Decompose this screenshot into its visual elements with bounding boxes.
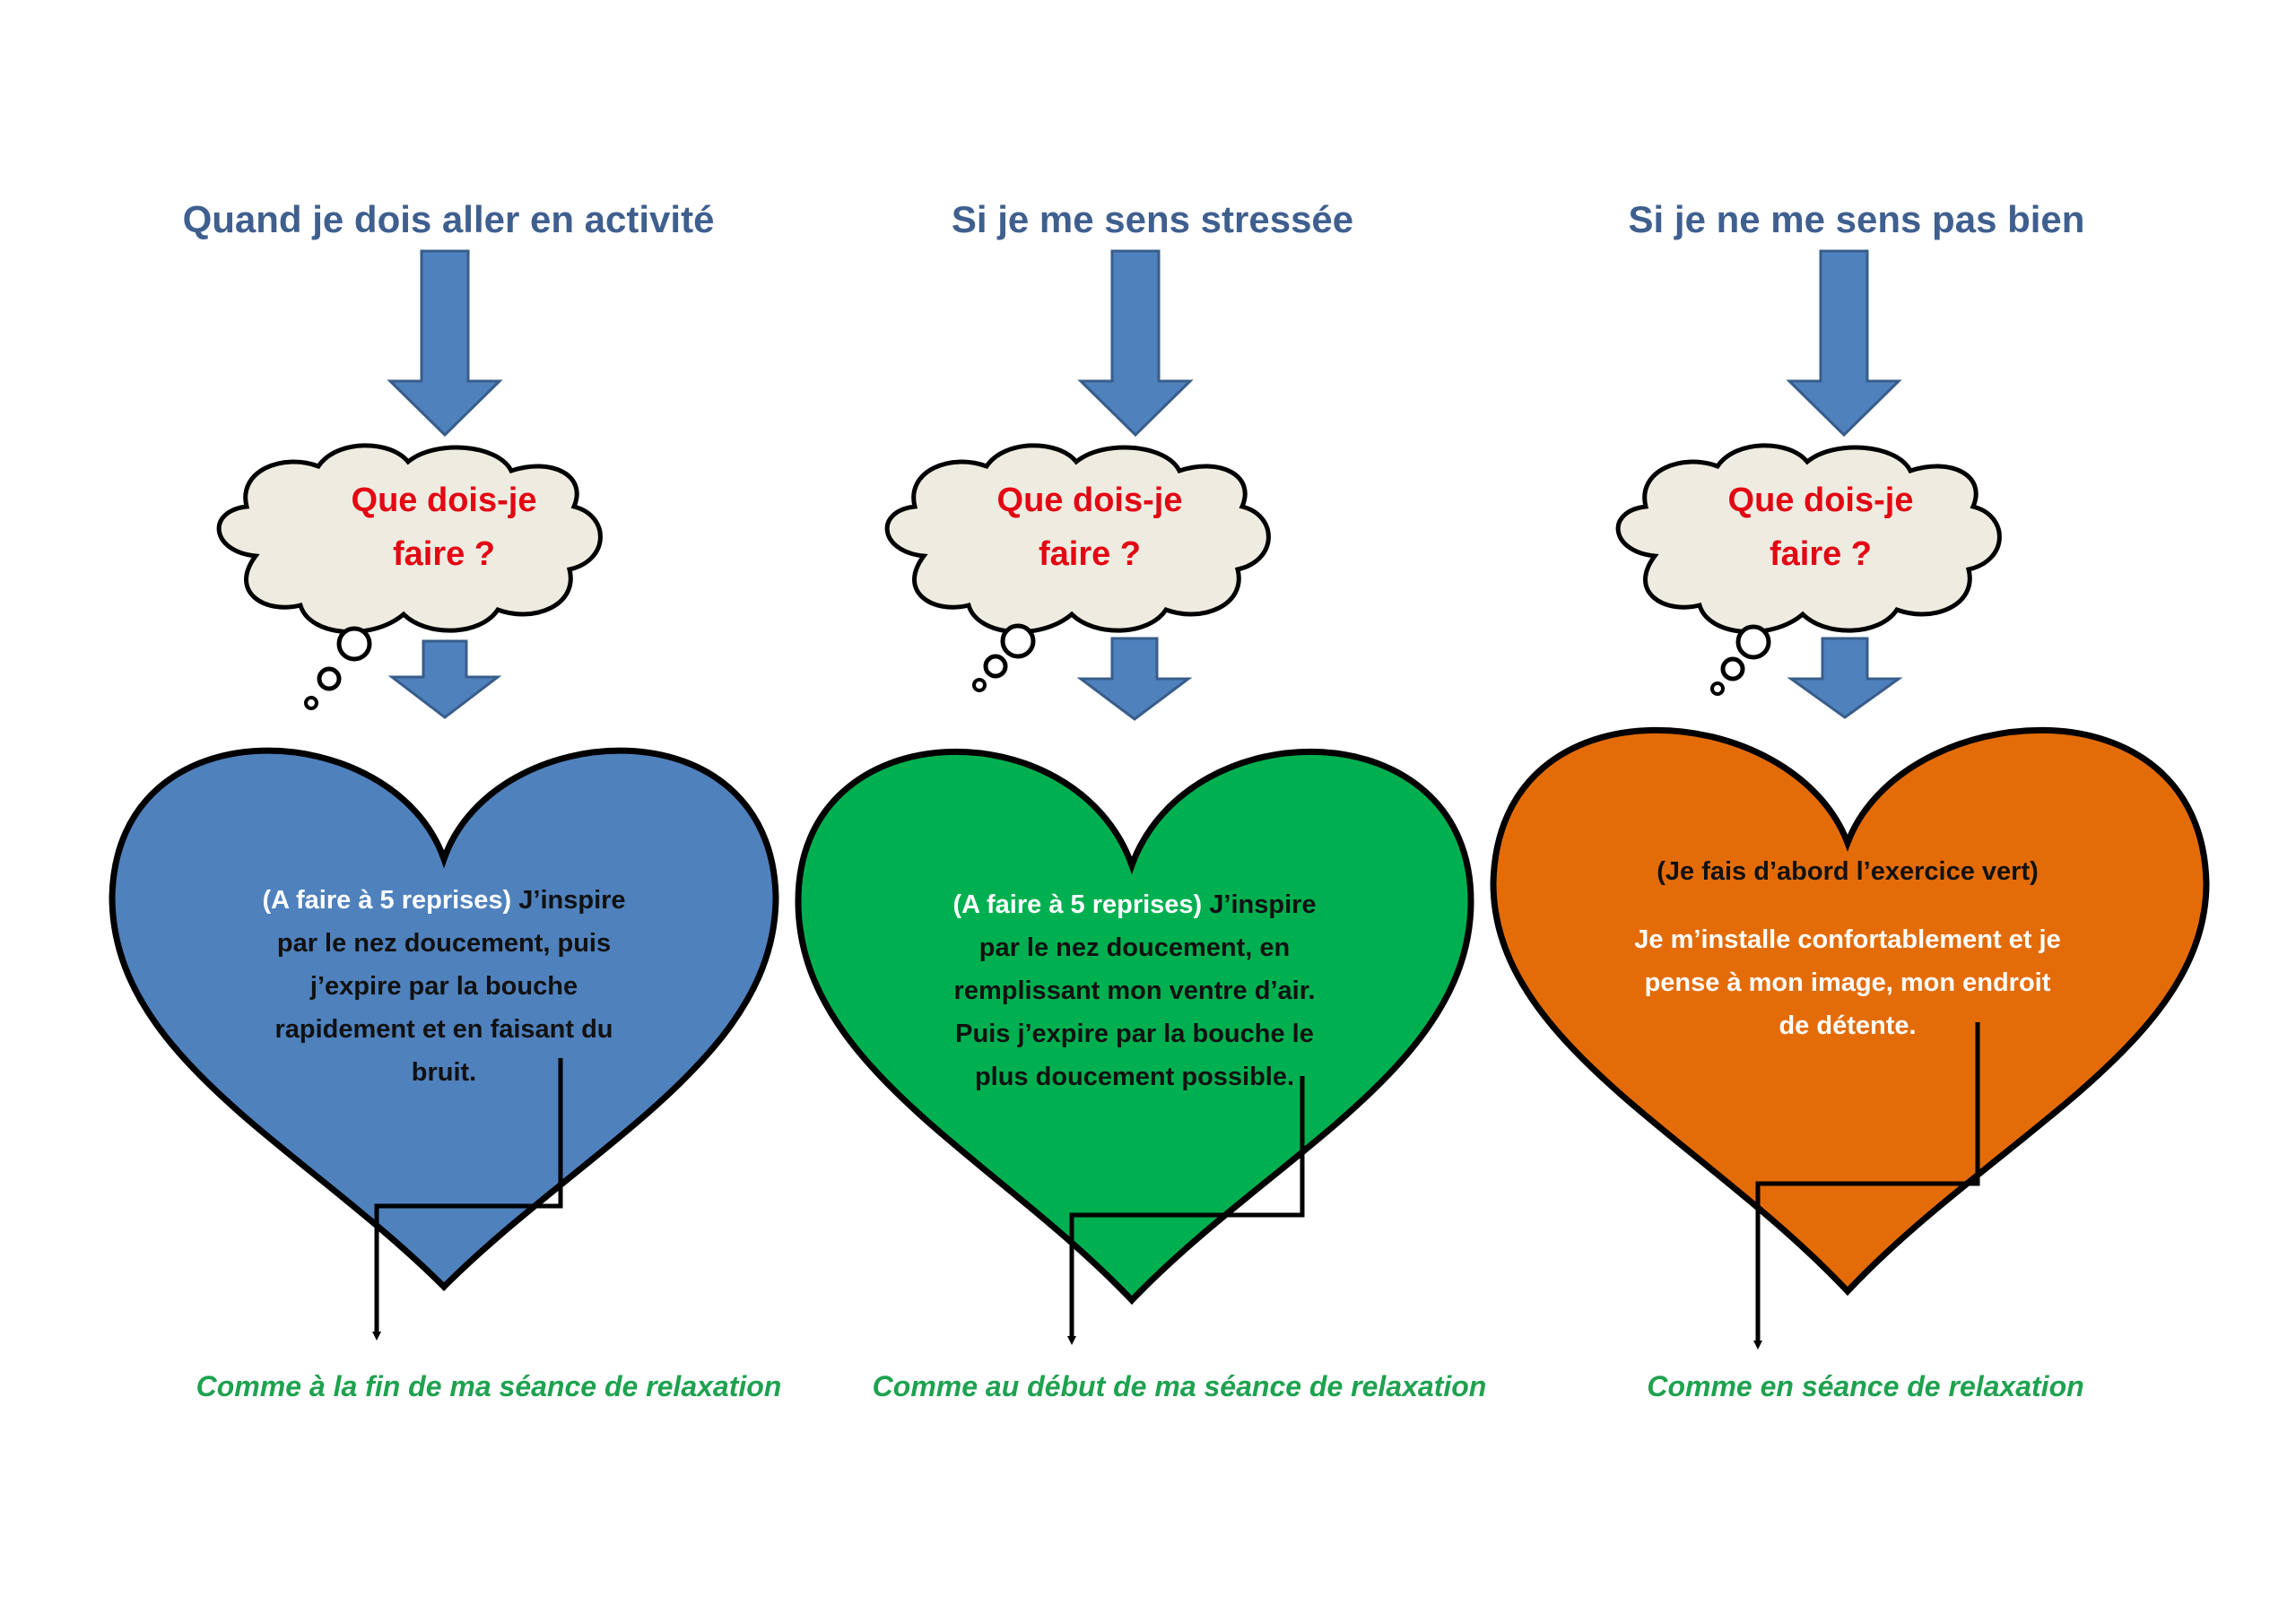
column-1-title: Quand je dois aller en activité — [182, 198, 715, 240]
thought-bubble-1c — [304, 696, 318, 710]
heart-3 — [1490, 726, 2210, 1297]
heart-1-intro: (A faire à 5 reprises) — [262, 886, 519, 915]
thought-bubble-1a — [336, 626, 372, 662]
cloud-1-line-2: faire ? — [392, 535, 496, 573]
column-3 — [1490, 249, 2210, 1350]
heart-3-body: Je m’installe confortablement et je pens… — [1634, 925, 2061, 1040]
thought-bubble-2b — [983, 654, 1008, 679]
thought-bubble-3c — [1710, 681, 1725, 696]
column-2-title: Si je me sens stressée — [951, 198, 1354, 240]
down-arrow-top-3 — [1786, 249, 1902, 438]
cloud-3-line-2: faire ? — [1769, 535, 1873, 573]
column-2 — [795, 249, 1474, 1345]
heart-2-body: J’inspire par le nez doucement, en rempl… — [953, 890, 1317, 1091]
connector-1 — [372, 1058, 563, 1341]
cloud-3-line-1: Que dois-je — [1727, 482, 1914, 519]
cloud-2-text: Que dois-je faire ? — [928, 473, 1251, 581]
column-3-title: Si je ne me sens pas bien — [1628, 198, 2085, 240]
cloud-2-line-1: Que dois-je — [996, 482, 1183, 519]
cloud-3-text: Que dois-je faire ? — [1659, 473, 1982, 581]
connector-2 — [1067, 1076, 1305, 1345]
heart-2-intro: (A faire à 5 reprises) — [952, 890, 1210, 919]
thought-bubble-1b — [317, 666, 342, 691]
heart-1-body: J’inspire par le nez doucement, puis j’e… — [274, 886, 626, 1087]
caption-3: Comme en séance de relaxation — [1647, 1370, 2084, 1402]
heart-2 — [795, 748, 1474, 1306]
connector-3 — [1753, 1022, 1980, 1350]
heart-1-text: (A faire à 5 reprises) J’inspire par le … — [256, 879, 632, 1094]
cloud-1-text: Que dois-je faire ? — [283, 473, 605, 581]
column-1 — [109, 249, 779, 1341]
caption-2: Comme au début de ma séance de relaxatio… — [872, 1370, 1487, 1402]
thought-bubble-3b — [1720, 656, 1745, 681]
caption-1: Comme à la fin de ma séance de relaxatio… — [196, 1370, 782, 1402]
heart-3-intro: (Je fais d’abord l’exercice vert) — [1657, 857, 2039, 886]
heart-1 — [109, 747, 779, 1291]
down-arrow-top-2 — [1077, 249, 1194, 438]
thought-bubble-2a — [1000, 623, 1036, 659]
down-arrow-mid-3 — [1787, 637, 1903, 719]
down-arrow-mid-1 — [387, 639, 502, 719]
down-arrow-top-1 — [387, 249, 503, 438]
thought-bubble-3a — [1735, 624, 1771, 660]
cloud-2-line-2: faire ? — [1038, 535, 1142, 573]
down-arrow-mid-2 — [1076, 637, 1193, 721]
heart-3-text: (Je fais d’abord l’exercice vert) Je m’i… — [1632, 850, 2063, 1047]
thought-bubble-2c — [972, 678, 987, 692]
cloud-1-line-1: Que dois-je — [351, 482, 537, 519]
heart-2-text: (A faire à 5 reprises) J’inspire par le … — [937, 883, 1332, 1098]
